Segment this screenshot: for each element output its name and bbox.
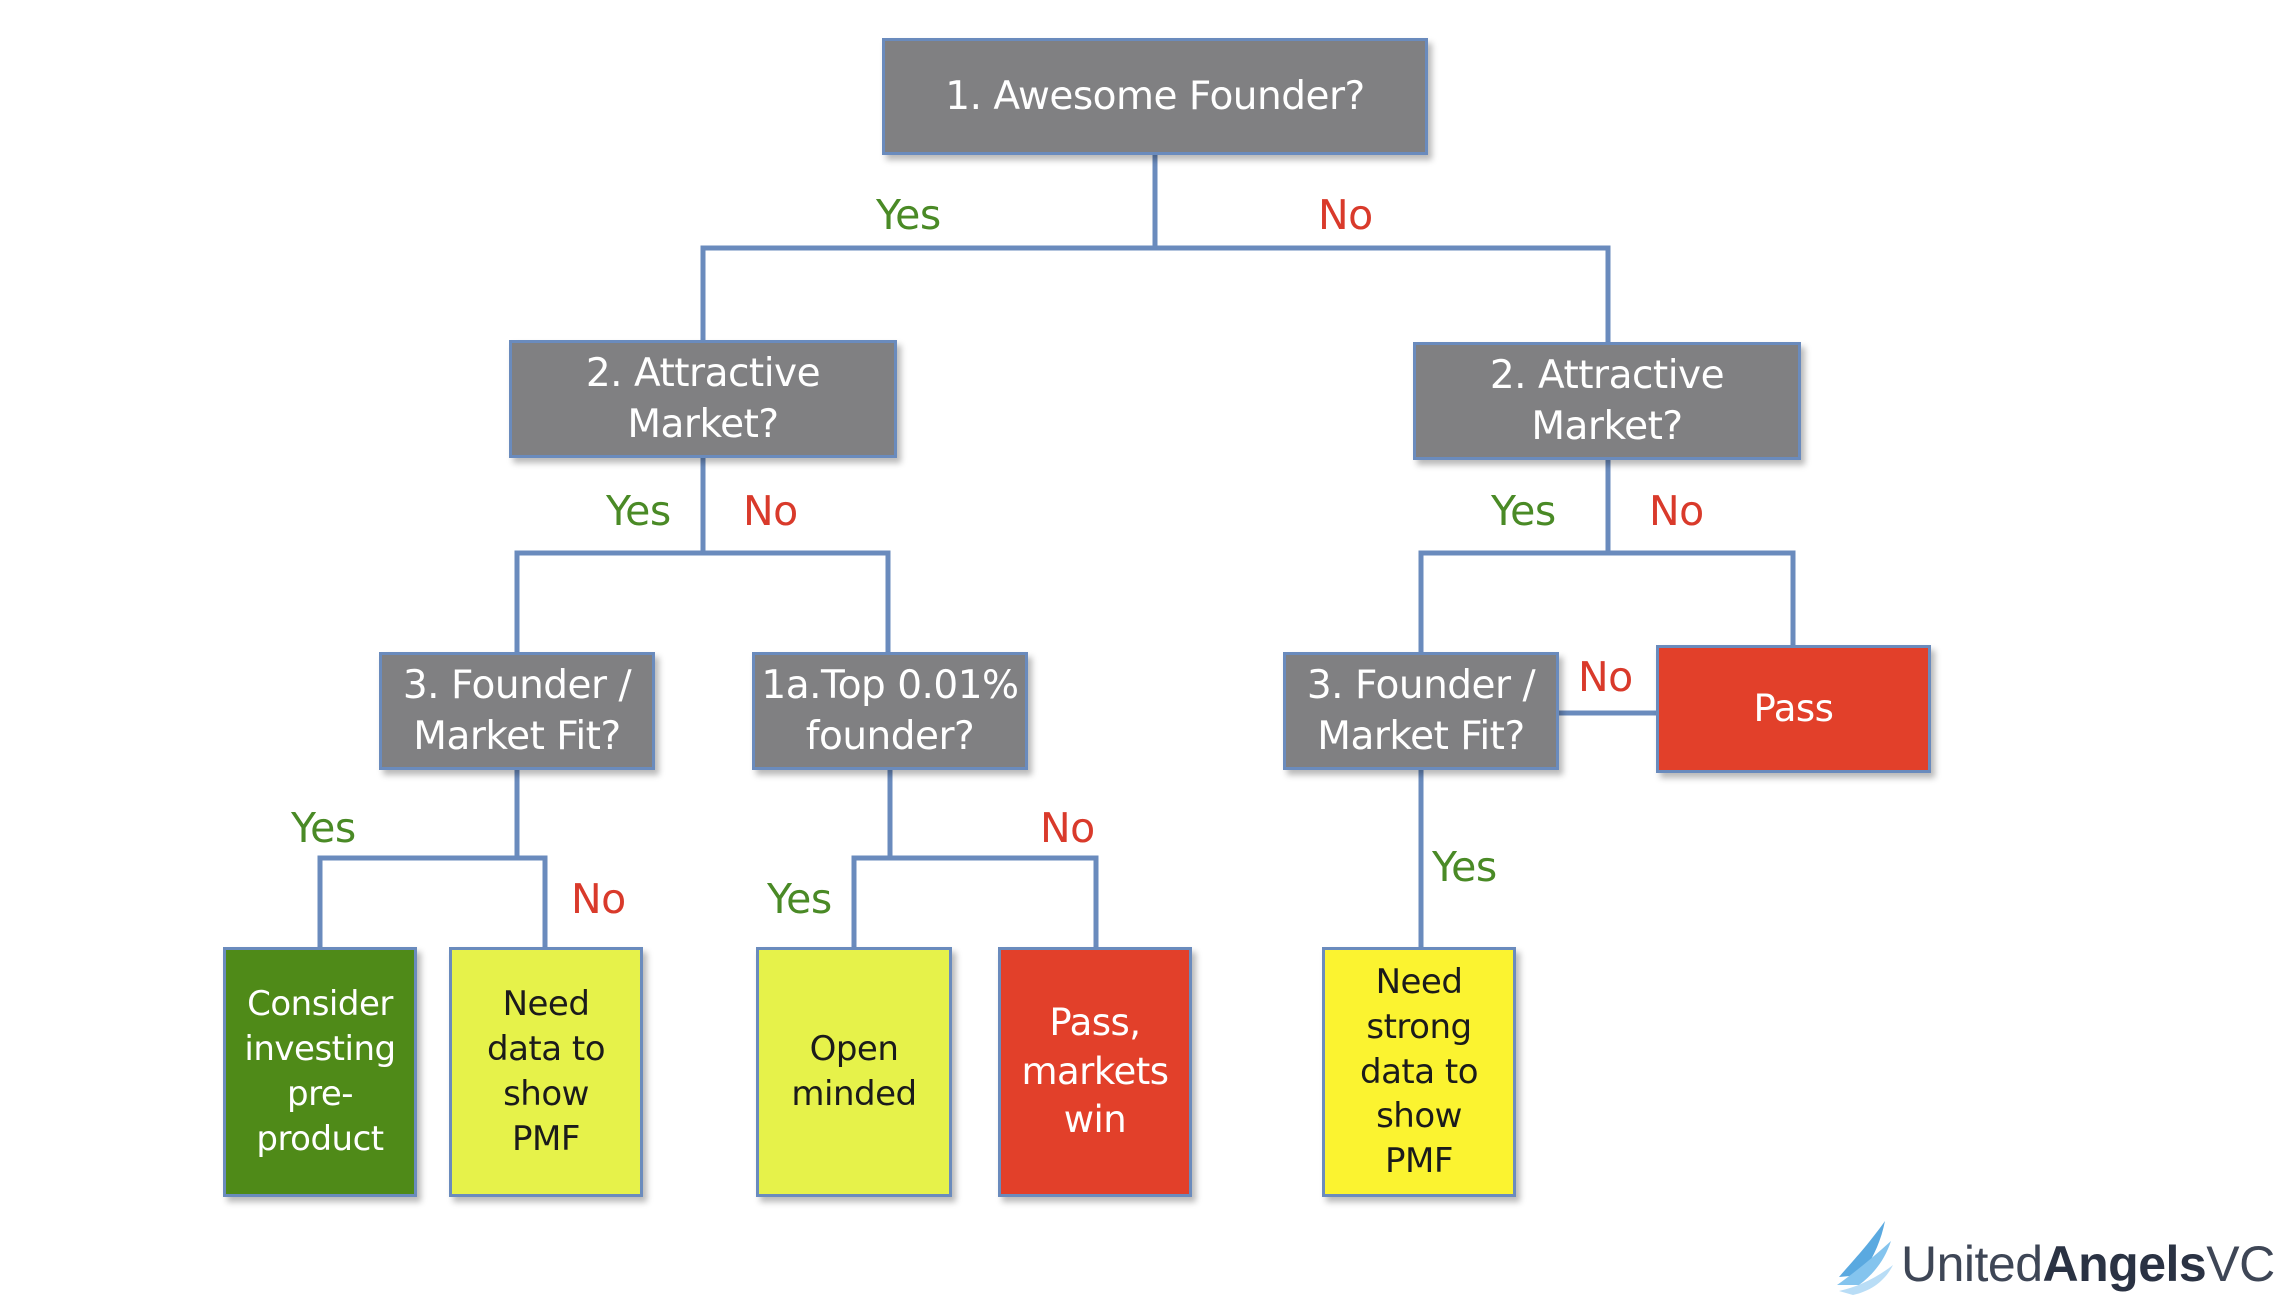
connector-market-left [514,455,891,658]
node-top-founder-text: 1a.Top 0.01% founder? [761,662,1019,759]
label-root-yes: Yes [876,191,941,239]
label-fit-left-yes: Yes [291,804,356,852]
logo-text-light: United [1901,1236,2043,1292]
node-attractive-market-right-text: 2. Attractive Market? [1489,352,1725,449]
label-market-left-yes: Yes [606,487,671,535]
connector-fit-left [317,767,548,951]
wing-icon [1837,1221,1893,1295]
label-top-founder-yes: Yes [767,875,832,923]
label-fit-left-no: No [571,875,626,923]
connector-root [700,152,1611,348]
node-attractive-market-right: 2. Attractive Market? [1413,342,1801,460]
logo-text-bold: Angels [2042,1236,2207,1292]
label-top-founder-no: No [1040,804,1095,852]
node-founder-market-fit-right: 3. Founder / Market Fit? [1283,652,1559,770]
node-pass-markets-win-text: Pass, markets win [1021,1000,1169,1142]
node-attractive-market-left: 2. Attractive Market? [509,340,897,458]
node-need-strong-data-pmf: Need strong data to show PMF [1322,947,1516,1197]
label-fit-right-no: No [1578,653,1633,701]
node-founder-market-fit-right-text: 3. Founder / Market Fit? [1306,662,1536,759]
node-attractive-market-left-text: 2. Attractive Market? [585,350,821,447]
node-need-data-pmf: Need data to show PMF [449,947,643,1197]
node-open-minded: Open minded [756,947,952,1197]
label-root-no: No [1318,191,1373,239]
node-need-data-pmf-text: Need data to show PMF [486,984,606,1159]
logo-text-suffix: VC [2206,1236,2275,1292]
node-awesome-founder-text: 1. Awesome Founder? [945,73,1365,119]
node-top-founder: 1a.Top 0.01% founder? [752,652,1028,770]
label-market-left-no: No [743,487,798,535]
node-pass-markets-win: Pass, markets win [998,947,1192,1197]
label-fit-right-yes: Yes [1432,843,1497,891]
node-need-strong-data-pmf-text: Need strong data to show PMF [1359,961,1479,1182]
label-market-right-yes: Yes [1491,487,1556,535]
connector-top-founder [851,767,1099,951]
node-founder-market-fit-left: 3. Founder / Market Fit? [379,652,655,770]
node-awesome-founder: 1. Awesome Founder? [882,38,1428,155]
node-consider-investing-text: Consider investing pre- product [244,984,396,1159]
node-open-minded-text: Open minded [791,1029,917,1114]
node-pass-text: Pass [1753,686,1834,730]
logo-wordmark: UnitedAngelsVC [1901,1235,2275,1293]
node-founder-market-fit-left-text: 3. Founder / Market Fit? [402,662,632,759]
united-angels-vc-logo: UnitedAngelsVC [1835,1215,2275,1295]
node-pass: Pass [1656,645,1931,773]
label-market-right-no: No [1649,487,1704,535]
node-consider-investing: Consider investing pre- product [223,947,417,1197]
connector-market-right [1418,457,1796,656]
